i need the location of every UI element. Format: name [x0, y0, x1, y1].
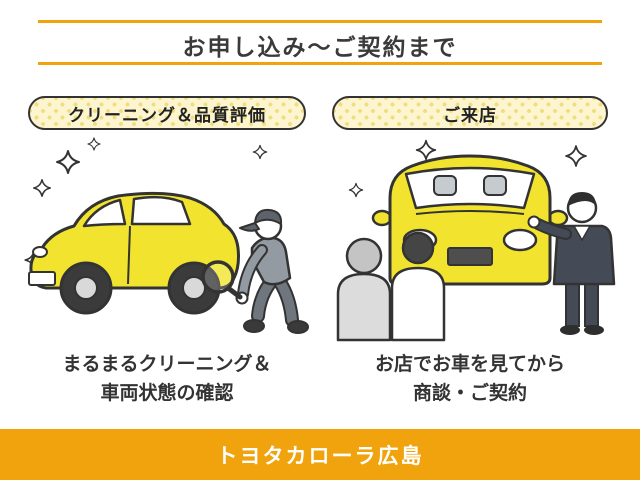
customer-gray-hair-head [345, 237, 383, 275]
mechanic-cap [254, 208, 283, 225]
badge-cleaning-quality: クリーニング＆品質評価 [28, 96, 306, 130]
footer-bar: トヨタカローラ広島 [0, 429, 640, 480]
mechanic-figure [201, 208, 309, 334]
car-headrest [483, 175, 507, 196]
caption-store-visit: お店でお車を見てから 商談・ご契約 [320, 350, 620, 409]
sparkle-icon [565, 145, 587, 167]
car-headrest [433, 175, 457, 196]
sparkle-icon [348, 182, 364, 198]
page-title: お申し込み～ご契約まで [182, 34, 458, 60]
caption-store-visit-line2: 商談・ご契約 [412, 383, 527, 405]
caption-store-visit-line1: お店でお車を見てから [374, 354, 565, 375]
car-inspection-illustration [24, 137, 309, 334]
customer-figures [336, 231, 446, 342]
title-rule-bottom [38, 62, 602, 65]
store-visit-illustration [336, 139, 616, 342]
salesman-figure [527, 192, 616, 335]
sparkle-icon [87, 137, 101, 151]
badge-store-visit: ご来店 [332, 96, 608, 130]
sparkle-icon [56, 150, 80, 174]
sparkle-icon [415, 139, 437, 161]
caption-cleaning-line1: まるまるクリーニング＆ [62, 354, 272, 375]
brand-name: トヨタカローラ広島 [216, 444, 424, 468]
yellow-car-side [28, 191, 240, 315]
salesman-hair [568, 192, 596, 206]
sparkle-icon [252, 144, 268, 160]
caption-cleaning: まるまるクリーニング＆ 車両状態の確認 [17, 350, 317, 409]
badge-cleaning-quality-label: クリーニング＆品質評価 [68, 105, 266, 125]
sparkle-icon [33, 179, 51, 197]
title-rule-top [38, 20, 602, 23]
badge-store-visit-label: ご来店 [443, 105, 497, 125]
license-plate [447, 247, 493, 266]
customer-dark-hair-head [401, 231, 435, 265]
magnifier-icon [201, 260, 235, 294]
caption-cleaning-line2: 車両状態の確認 [100, 383, 234, 405]
